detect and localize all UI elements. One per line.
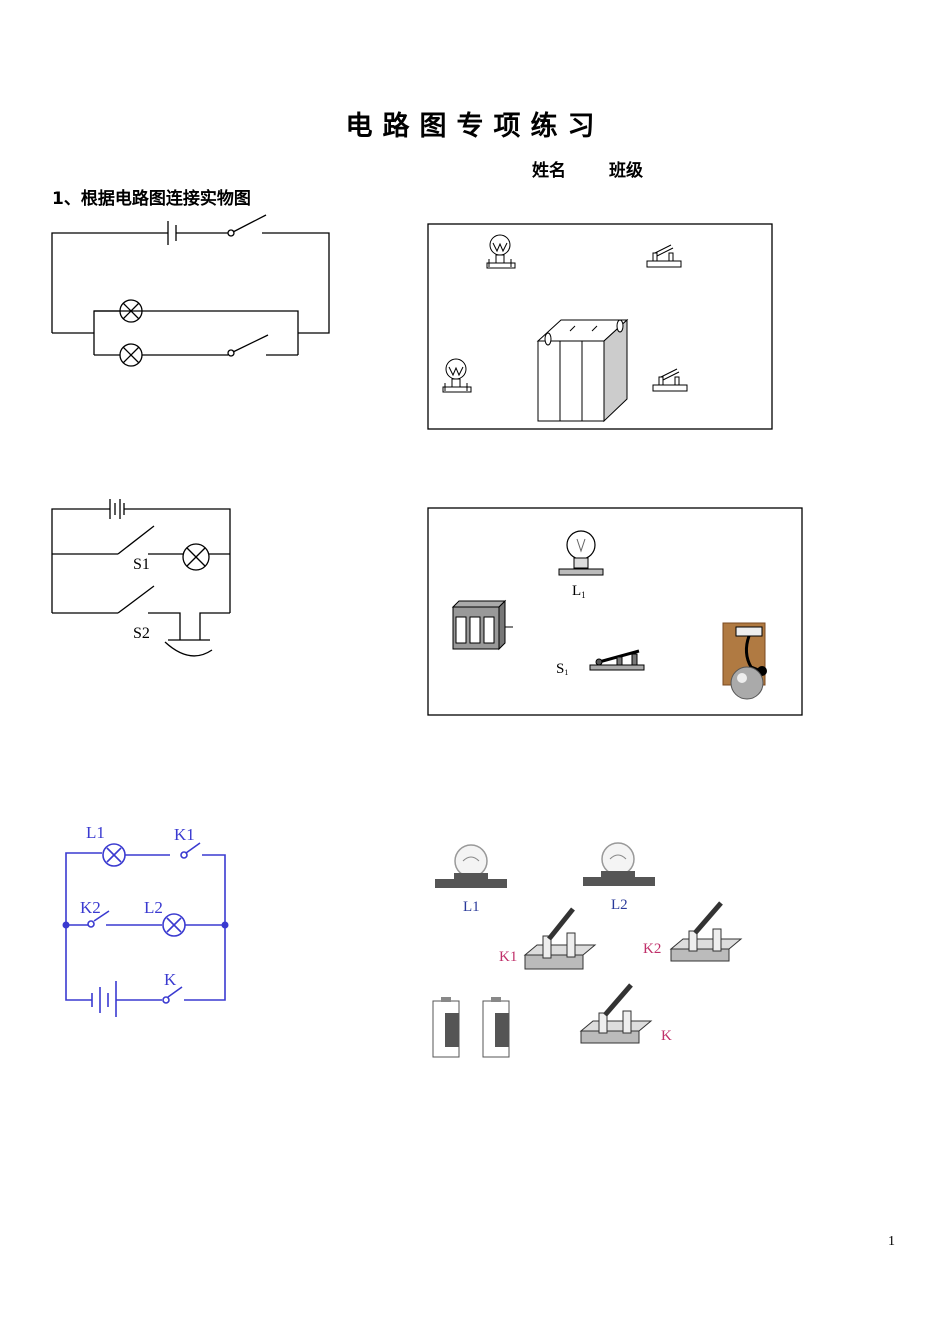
switch-k1-lever (185, 842, 201, 854)
switch-2 (652, 368, 688, 392)
circuit-diagram-1 (51, 214, 330, 367)
light-bulb-l1 (558, 530, 604, 576)
components-box-2: L1 S1 (427, 507, 803, 716)
lamp-l2-label-3: L2 (144, 898, 163, 917)
switch-k-lever (167, 986, 183, 998)
switch-k2-label-phys: K2 (643, 941, 661, 957)
switch-lever (232, 214, 267, 233)
switch-s1-subscript: 1 (564, 668, 568, 677)
switch-k-label-phys: K (661, 1028, 672, 1044)
circuit-diagram-3: L1 K1 K2 L2 K (62, 823, 229, 1017)
switch-1 (646, 244, 682, 268)
light-bulb-l2-3 (583, 842, 655, 886)
switch-contact (227, 229, 235, 237)
switch-k2-lever (93, 910, 110, 922)
svg-text:S1: S1 (556, 661, 568, 677)
lamp-l2-label-phys: L2 (611, 897, 628, 913)
switch-k-label-3: K (164, 970, 177, 989)
bulb-1 (486, 234, 516, 269)
switch-k1-label-3: K1 (174, 825, 195, 844)
switch-s1-label-2: S (556, 661, 564, 677)
switch-s2-label: S2 (133, 625, 150, 642)
switch-k2-3 (669, 901, 743, 962)
light-bulb-l1-3 (435, 844, 507, 888)
switch-k1-3 (523, 907, 597, 970)
knife-switch (589, 649, 645, 671)
bell-icon (164, 641, 213, 657)
circuit-diagram-2: S1 S2 (51, 499, 231, 657)
page-title: 电路图专项练习 (345, 111, 605, 142)
battery-1-3 (432, 997, 460, 1058)
switch-s1-label: S1 (133, 556, 150, 573)
components-box-1 (427, 223, 773, 430)
lamp-l1-label-3: L1 (86, 823, 105, 842)
switch-k2-label-3: K2 (80, 898, 101, 917)
page-number: 1 (888, 1234, 895, 1249)
lamp-l1-label: L (572, 583, 581, 599)
battery-pack-2 (451, 599, 513, 651)
name-label: 姓名 (532, 161, 566, 181)
question-1-label: 1、根据电路图连接实物图 (52, 189, 251, 209)
battery-2-3 (482, 997, 510, 1058)
lamp-l1-subscript: 1 (581, 590, 586, 600)
lamp-l1-label-phys: L1 (463, 899, 480, 915)
lamp-top (119, 299, 143, 323)
switch-k-3 (579, 983, 653, 1044)
switch-k1-label-phys: K1 (499, 949, 517, 965)
components-area-3: L1 L2 K1 K2 K (432, 842, 743, 1058)
battery-pack (536, 318, 629, 423)
svg-text:L1: L1 (572, 583, 586, 600)
lamp-icon (182, 543, 210, 571)
electric-bell (722, 622, 767, 700)
switch-s1-lever (117, 525, 155, 555)
class-label: 班级 (609, 161, 643, 181)
switch-s2-lever (117, 585, 155, 614)
bulb-2 (442, 358, 472, 393)
